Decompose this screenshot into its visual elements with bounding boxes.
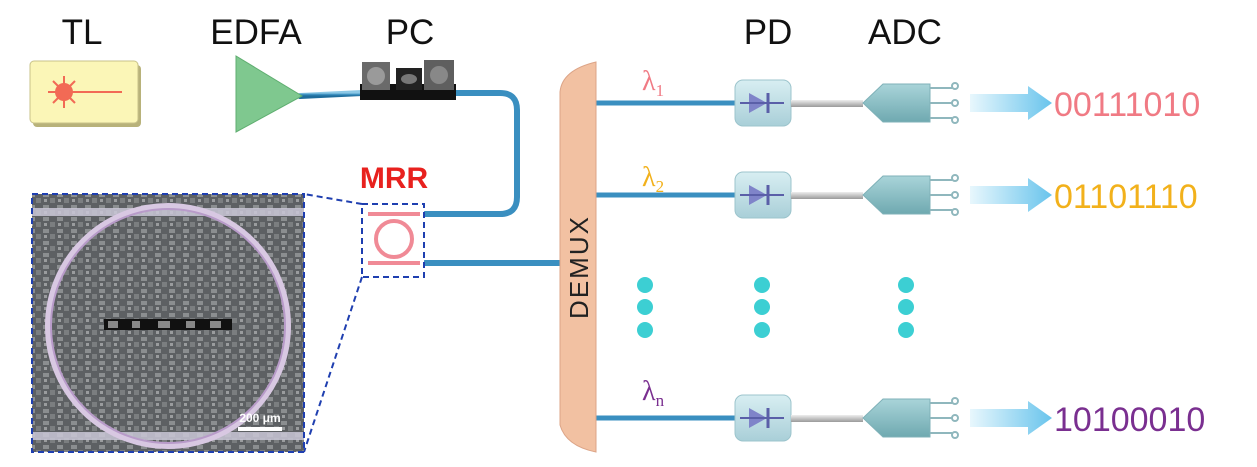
output-arrow-icon: [970, 86, 1052, 120]
tl-label: TL: [62, 13, 103, 52]
zoom-line-bottom: [303, 276, 363, 453]
mrr-ring-icon: [374, 219, 414, 259]
lambda-label-1: λ1: [642, 66, 664, 100]
pd-adc-wire: [791, 415, 863, 422]
pd-adc-wire: [791, 100, 863, 107]
adc-pins: [930, 174, 959, 216]
fiber-pc-mrr: [422, 90, 520, 217]
dot: [898, 322, 914, 338]
adc-icon: [862, 175, 931, 215]
mrr-device: [361, 203, 425, 278]
adc-label: ADC: [868, 13, 942, 52]
scale-bar: [238, 427, 282, 431]
adc-icon: [862, 83, 931, 123]
scale-bar-label: 200 μm: [239, 411, 280, 425]
svg-text:λ1: λ1: [642, 66, 664, 100]
bits-output: 01101110: [1054, 178, 1198, 216]
tunable-laser: [29, 60, 141, 127]
ellipsis-dots: [637, 277, 914, 338]
svg-text:λ2: λ2: [642, 162, 664, 196]
dot: [754, 299, 770, 315]
adc-pins: [930, 82, 959, 124]
output-arrow-icon: [970, 401, 1052, 435]
zoom-line-top: [303, 193, 363, 205]
diode-icon: [740, 93, 784, 113]
pd-adc-wire: [791, 192, 863, 199]
dot: [637, 277, 653, 293]
pc-label: PC: [386, 13, 435, 52]
diode-icon: [740, 185, 784, 205]
lambda-subscript: 1: [656, 81, 665, 100]
output-arrow-icon: [970, 178, 1052, 212]
mrr-micrograph: 200 μm: [31, 193, 305, 453]
dot: [898, 277, 914, 293]
dot: [754, 277, 770, 293]
lambda-subscript: 2: [656, 177, 665, 196]
polarization-controller: [360, 60, 456, 100]
adc-icon: [862, 398, 931, 438]
dot: [637, 299, 653, 315]
mrr-label: MRR: [360, 162, 429, 195]
adc-pins: [930, 397, 959, 439]
edfa-label: EDFA: [210, 13, 302, 52]
edfa-amplifier-icon: [235, 55, 304, 133]
channel-row-n: 10100010: [734, 394, 1205, 442]
lambda-subscript: n: [656, 391, 665, 410]
lambda-symbol: λ: [642, 376, 656, 407]
channel-row-2: 01101110: [734, 171, 1198, 219]
lambda-label-2: λ2: [642, 162, 664, 196]
pd-label: PD: [744, 13, 793, 52]
diode-icon: [740, 408, 784, 428]
fiber-edfa-pc: [297, 90, 365, 99]
demux: DEMUX: [559, 61, 597, 453]
dot: [898, 299, 914, 315]
demux-label: DEMUX: [564, 215, 594, 319]
laser-star-icon: [48, 76, 122, 108]
channel-row-1: 00111010: [734, 79, 1200, 127]
bits-output: 10100010: [1054, 401, 1205, 439]
bits-output: 00111010: [1054, 86, 1200, 124]
dot: [754, 322, 770, 338]
lambda-symbol: λ: [642, 66, 656, 97]
fiber-network: [137, 90, 738, 421]
svg-text:λn: λn: [642, 376, 665, 410]
lambda-label-n: λn: [642, 376, 665, 410]
lambda-symbol: λ: [642, 162, 656, 193]
dot: [637, 322, 653, 338]
